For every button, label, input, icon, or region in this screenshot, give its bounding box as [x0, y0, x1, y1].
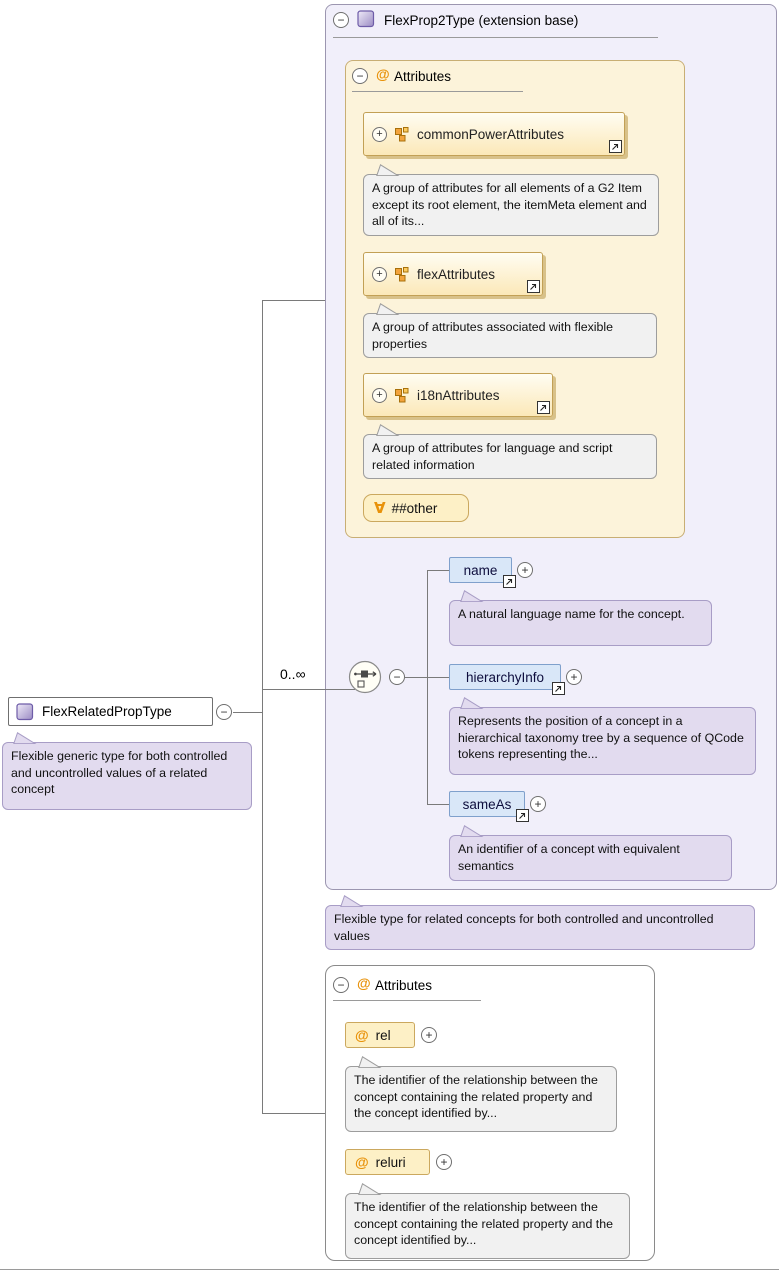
expand-button-name[interactable]: + [517, 562, 533, 578]
collapse-button-base-attributes[interactable]: − [352, 68, 368, 84]
sequence-compositor[interactable] [347, 659, 383, 695]
title-underline [333, 37, 658, 38]
root-type-box[interactable]: FlexRelatedPropType [8, 697, 213, 726]
expand-button-rel[interactable]: + [421, 1027, 437, 1043]
connector-line [233, 712, 262, 713]
collapse-button-sequence[interactable]: − [389, 669, 405, 685]
connector-line [262, 689, 355, 690]
element-doc: A natural language name for the concept. [449, 590, 712, 646]
connector-line [427, 570, 428, 805]
element-doc: An identifier of a concept with equivale… [449, 825, 732, 881]
attribute-group-icon [395, 127, 409, 142]
sequence-icon [348, 660, 382, 694]
expand-button-sameas[interactable]: + [530, 796, 546, 812]
forall-icon: ∀ [374, 500, 386, 517]
connector-line [427, 570, 449, 571]
element-label: name [463, 562, 498, 578]
collapse-button-root-type[interactable]: − [216, 704, 232, 720]
element-label: sameAs [462, 796, 512, 812]
group-label: flexAttributes [417, 266, 496, 282]
reference-arrow-icon[interactable] [527, 280, 540, 293]
attributes-underline [352, 91, 523, 92]
collapse-button-base-type[interactable]: − [333, 12, 349, 28]
root-type-title: FlexRelatedPropType [42, 704, 172, 719]
group-doc: A group of attributes for language and s… [363, 424, 657, 479]
group-i18nattributes[interactable]: + i18nAttributes [363, 373, 553, 417]
collapse-button-own-attributes[interactable]: − [333, 977, 349, 993]
connector-line [262, 1113, 325, 1114]
attribute-doc: The identifier of the relationship betwe… [345, 1183, 630, 1259]
expand-button-reluri[interactable]: + [436, 1154, 452, 1170]
cardinality-label: 0..∞ [280, 666, 306, 682]
connector-line [427, 804, 449, 805]
group-label: i18nAttributes [417, 387, 500, 403]
attributes-underline [333, 1000, 481, 1001]
element-label: hierarchyInfo [465, 669, 545, 685]
attribute-rel[interactable]: @ rel [345, 1022, 415, 1048]
expand-button-hierarchyinfo[interactable]: + [566, 669, 582, 685]
reference-arrow-icon[interactable] [552, 682, 565, 695]
at-icon: @ [357, 975, 371, 991]
expand-button-flexattributes[interactable]: + [372, 266, 387, 282]
complex-type-icon [16, 702, 34, 720]
attribute-group-icon [395, 267, 409, 282]
element-hierarchyinfo[interactable]: hierarchyInfo [449, 664, 565, 695]
base-attributes-title: Attributes [394, 69, 452, 84]
reference-arrow-icon[interactable] [503, 575, 516, 588]
attribute-label: reluri [375, 1154, 406, 1170]
group-doc: A group of attributes for all elements o… [363, 164, 659, 236]
root-type-annotation: Flexible generic type for both controlle… [2, 732, 252, 810]
group-flexattributes[interactable]: + flexAttributes [363, 252, 543, 296]
attribute-group-icon [395, 388, 409, 403]
at-icon: @ [355, 1027, 369, 1043]
expand-button-i18nattributes[interactable]: + [372, 387, 387, 403]
group-doc: A group of attributes associated with fl… [363, 303, 657, 358]
element-name[interactable]: name [449, 557, 516, 588]
connector-line [262, 300, 325, 301]
own-attributes-title: Attributes [375, 978, 433, 993]
expand-button-commonpowerattributes[interactable]: + [372, 126, 387, 142]
wildcard-other[interactable]: ∀ ##other [363, 494, 469, 522]
group-label: commonPowerAttributes [417, 126, 565, 142]
attribute-label: rel [375, 1027, 391, 1043]
base-type-annotation: Flexible type for related concepts for b… [325, 895, 755, 950]
reference-arrow-icon[interactable] [609, 140, 622, 153]
wildcard-label: ##other [391, 500, 438, 516]
reference-arrow-icon[interactable] [537, 401, 550, 414]
connector-line [262, 300, 263, 1114]
base-type-title: FlexProp2Type (extension base) [384, 13, 579, 28]
reference-arrow-icon[interactable] [516, 809, 529, 822]
element-sameas[interactable]: sameAs [449, 791, 529, 822]
attribute-reluri[interactable]: @ reluri [345, 1149, 430, 1175]
at-icon: @ [376, 66, 390, 82]
attribute-doc: The identifier of the relationship betwe… [345, 1056, 617, 1132]
viewport-edge [0, 1269, 779, 1270]
complex-type-icon [357, 10, 375, 28]
at-icon: @ [355, 1154, 369, 1170]
element-doc: Represents the position of a concept in … [449, 697, 756, 775]
group-commonpowerattributes[interactable]: + commonPowerAttributes [363, 112, 625, 156]
